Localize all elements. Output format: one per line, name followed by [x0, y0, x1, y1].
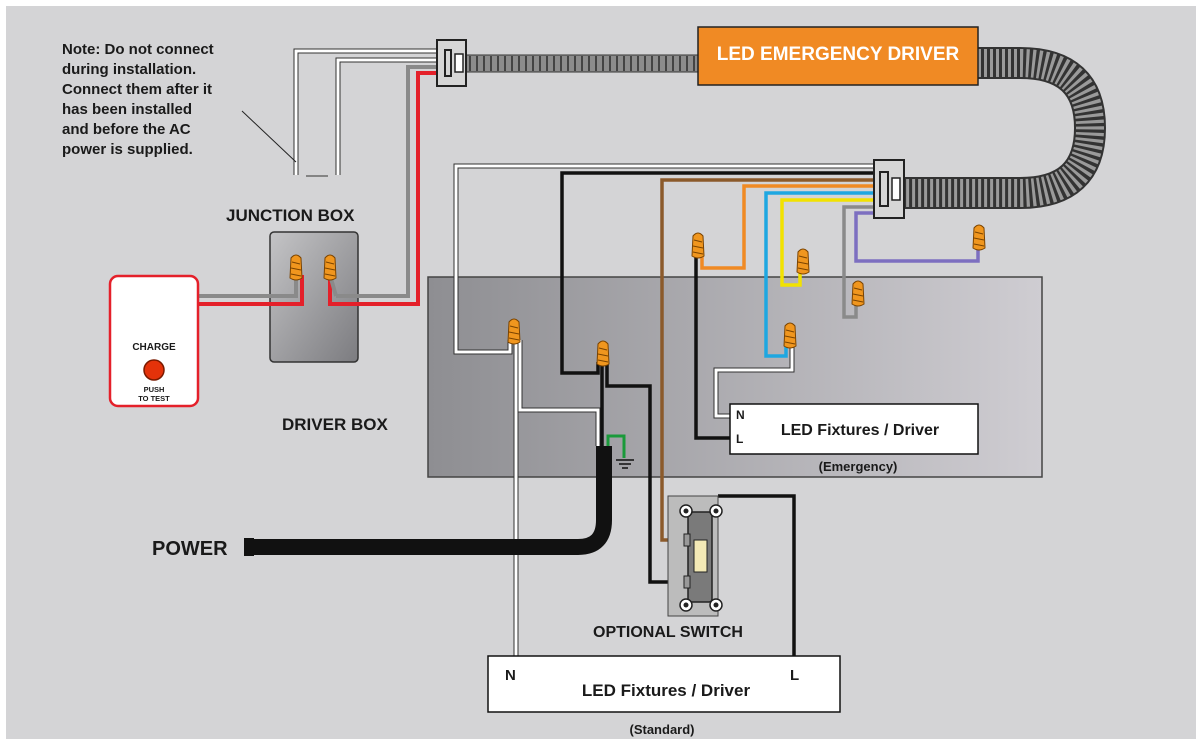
push-label: PUSH — [144, 385, 165, 394]
power-label: POWER — [152, 538, 228, 560]
conduit-curve — [904, 49, 1105, 207]
standard-l-label: L — [790, 667, 799, 684]
note-wires — [293, 48, 437, 177]
wire-nut — [596, 340, 610, 367]
wire-nut — [289, 254, 303, 281]
to-test-label: TO TEST — [138, 394, 170, 403]
optional-switch-label: OPTIONAL SWITCH — [593, 624, 743, 641]
driver-box-label: DRIVER BOX — [282, 415, 388, 434]
emergency-l-label: L — [736, 432, 743, 446]
wire-nut — [972, 224, 986, 251]
wire-nut — [323, 254, 337, 281]
wire-nut — [796, 248, 810, 275]
wire-nut — [507, 318, 521, 345]
note-line-4: has been installed — [62, 101, 192, 118]
charge-wires — [198, 65, 437, 306]
junction-box-label: JUNCTION BOX — [226, 206, 355, 225]
note-line-6: power is supplied. — [62, 141, 193, 158]
standard-fixture-box: N L LED Fixtures / Driver — [487, 655, 841, 713]
optional-switch — [667, 495, 723, 617]
emergency-n-label: N — [736, 408, 745, 422]
emergency-caption: (Emergency) — [819, 459, 898, 474]
connector-top — [436, 39, 467, 87]
standard-n-label: N — [505, 667, 516, 684]
standard-fixture-label: LED Fixtures / Driver — [582, 681, 751, 700]
wire-nut — [691, 232, 705, 259]
installation-note: Note: Do not connect during installation… — [62, 41, 214, 158]
emergency-fixture-label: LED Fixtures / Driver — [781, 422, 939, 439]
note-line-2: during installation. — [62, 61, 196, 78]
emergency-fixture-box: N L LED Fixtures / Driver — [729, 403, 979, 455]
wire-nut — [851, 280, 865, 307]
note-line-3: Connect them after it — [62, 81, 212, 98]
note-leader-line — [241, 110, 297, 163]
charge-label: CHARGE — [132, 342, 176, 353]
note-line-5: and before the AC — [62, 121, 191, 138]
led-emergency-driver-label: LED EMERGENCY DRIVER — [717, 44, 960, 65]
emergency-wires — [453, 163, 980, 542]
ground-symbol — [616, 459, 634, 469]
wire-nut — [783, 322, 797, 349]
push-to-test-button[interactable] — [143, 359, 165, 381]
connector-bottom — [873, 159, 905, 219]
power-cable — [250, 446, 612, 555]
charge-test-switch: CHARGE PUSH TO TEST — [108, 274, 200, 408]
power-cable-end — [244, 538, 254, 556]
power-wires — [513, 340, 796, 656]
note-line-1: Note: Do not connect — [62, 41, 214, 58]
standard-caption: (Standard) — [630, 722, 695, 737]
led-emergency-driver — [697, 26, 979, 86]
